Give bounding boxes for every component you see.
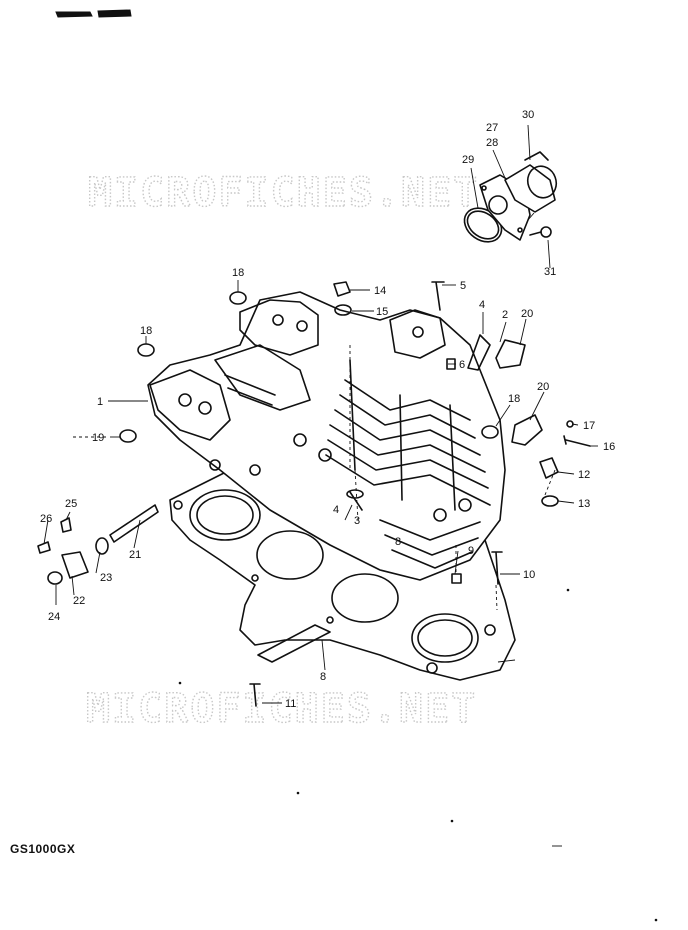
part-number-31: 31: [544, 266, 556, 278]
part-number-25: 25: [65, 498, 77, 510]
watermark-bottom: MICROFICHES.NET: [86, 686, 477, 732]
part-number-21: 21: [129, 549, 141, 561]
intake-pipe-assembly: [463, 151, 558, 243]
watermark-top: MICROFICHES.NET: [88, 170, 479, 216]
part-number-26: 26: [40, 513, 52, 525]
part-number-9: 9: [468, 545, 474, 557]
part-number-13: 13: [578, 498, 590, 510]
part-number-16: 16: [603, 441, 615, 453]
part-number-24: 24: [48, 611, 60, 623]
leader-lines: [43, 124, 598, 704]
part-number-27: 27: [486, 122, 498, 134]
part-number-29: 29: [462, 154, 474, 166]
part-number-5: 5: [460, 280, 466, 292]
part-number-8-gasket: 8: [320, 671, 326, 683]
scan-specks: [178, 588, 658, 922]
part-number-23: 23: [100, 572, 112, 584]
part-number-17: 17: [583, 420, 595, 432]
part-number-labels: 1 2 4 4 3 5 6 8 8 9 10 11 12 13 14 15 16…: [40, 109, 615, 710]
part-number-15: 15: [376, 306, 388, 318]
part-number-11: 11: [285, 698, 296, 710]
part-number-14: 14: [374, 285, 386, 297]
model-label: GS1000GX: [10, 842, 76, 856]
corner-scan-mark: [55, 9, 132, 18]
valve-bosses: [178, 314, 472, 522]
part-number-3: 3: [354, 515, 360, 527]
part-number-6: 6: [459, 359, 465, 371]
part-number-22: 22: [73, 595, 85, 607]
part-number-18-right: 18: [508, 393, 520, 405]
part-number-20-top: 20: [521, 308, 533, 320]
part-number-30: 30: [522, 109, 534, 121]
head-gasket: [169, 449, 516, 681]
part-number-10: 10: [523, 569, 535, 581]
part-number-4-mid: 4: [333, 504, 339, 516]
part-number-1: 1: [97, 396, 103, 408]
cooling-fins: [325, 359, 491, 569]
part-number-18-top: 18: [232, 267, 244, 279]
cylinder-head: [147, 291, 506, 581]
part-number-20-mid: 20: [537, 381, 549, 393]
part-number-2: 2: [502, 309, 508, 321]
loose-parts: [37, 281, 591, 707]
part-number-18-left: 18: [140, 325, 152, 337]
part-number-19: 19: [92, 432, 104, 444]
part-number-12: 12: [578, 469, 590, 481]
part-number-4-top: 4: [479, 299, 485, 311]
part-number-8-head: 8: [395, 536, 401, 548]
part-number-28: 28: [486, 137, 498, 149]
